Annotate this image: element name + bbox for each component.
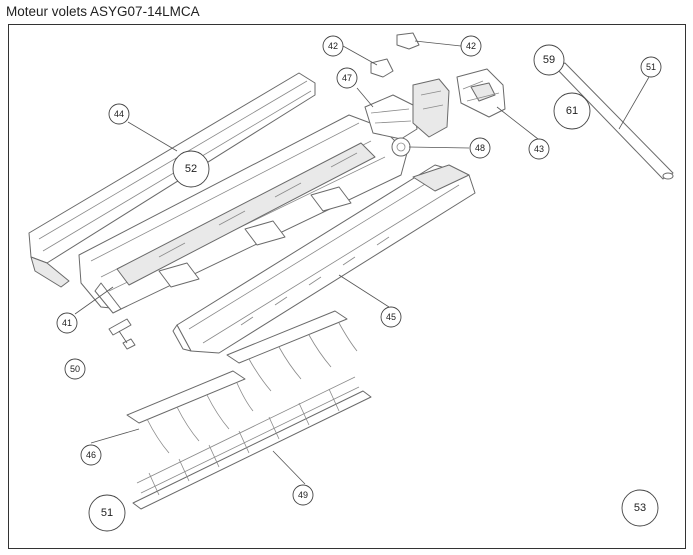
svg-text:43: 43 <box>534 144 544 154</box>
callout-43: 43 <box>528 138 550 160</box>
callout-42-left: 42 <box>322 35 344 57</box>
part-46-louvres-lower <box>126 370 254 454</box>
part-47-48-motor-assembly <box>364 78 450 157</box>
part-50-pin <box>108 318 136 350</box>
svg-text:48: 48 <box>475 143 485 153</box>
svg-text:41: 41 <box>62 318 72 328</box>
svg-text:53: 53 <box>634 502 646 514</box>
part-49-grille <box>132 376 372 510</box>
page-title: Moteur volets ASYG07-14LMCA <box>6 4 200 19</box>
leader-lines <box>74 40 650 485</box>
svg-text:51: 51 <box>646 62 656 72</box>
callout-45: 45 <box>380 306 402 328</box>
diagram-frame: 42 42 47 59 61 51 44 52 48 43 41 45 <box>8 24 686 549</box>
svg-text:44: 44 <box>114 109 124 119</box>
svg-text:45: 45 <box>386 312 396 322</box>
part-44-rear-panel <box>28 72 316 288</box>
callout-51-bottom: 51 <box>88 494 126 532</box>
callout-42-right: 42 <box>460 35 482 57</box>
svg-text:61: 61 <box>566 105 578 117</box>
part-43-connector-block <box>456 68 506 118</box>
callout-49: 49 <box>292 484 314 506</box>
svg-text:46: 46 <box>86 450 96 460</box>
part-45-lower-guide <box>172 164 476 354</box>
callout-59: 59 <box>533 44 565 76</box>
svg-text:42: 42 <box>466 41 476 51</box>
svg-text:52: 52 <box>185 163 197 175</box>
callout-50: 50 <box>64 358 86 380</box>
exploded-parts-diagram: 42 42 47 59 61 51 44 52 48 43 41 45 <box>28 32 674 532</box>
part-41-main-chassis <box>78 114 408 314</box>
part-42-clips <box>370 32 420 78</box>
callout-47: 47 <box>336 67 358 89</box>
callout-53: 53 <box>621 489 659 527</box>
callout-41: 41 <box>56 312 78 334</box>
svg-text:42: 42 <box>328 41 338 51</box>
part-46-louvres-upper <box>226 310 358 392</box>
callout-61: 61 <box>553 92 591 130</box>
svg-text:51: 51 <box>101 507 113 519</box>
callout-44: 44 <box>108 103 130 125</box>
callout-46: 46 <box>80 444 102 466</box>
svg-text:47: 47 <box>342 73 352 83</box>
callout-51-top: 51 <box>640 56 662 78</box>
svg-text:59: 59 <box>543 54 555 66</box>
callout-52: 52 <box>172 150 210 188</box>
svg-text:50: 50 <box>70 364 80 374</box>
svg-text:49: 49 <box>298 490 308 500</box>
callout-48: 48 <box>469 137 491 159</box>
